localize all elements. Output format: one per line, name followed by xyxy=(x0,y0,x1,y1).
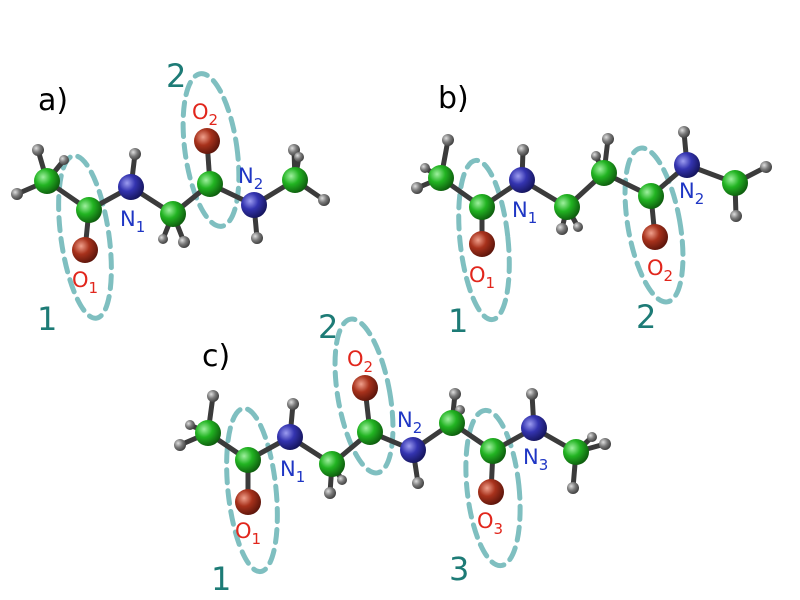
atom-label-a-o1: O1 xyxy=(72,268,98,297)
bonds-b xyxy=(414,129,769,247)
group-number-b-2: 2 xyxy=(636,298,656,336)
group-outline-b-2 xyxy=(622,145,686,305)
panel-a: a) 1 2 O1 O2 N1 N2 xyxy=(11,57,330,338)
group-outline-c-2 xyxy=(332,316,396,476)
group-number-a-2: 2 xyxy=(166,57,186,95)
group-number-b-1: 1 xyxy=(448,302,468,340)
atom-label-b-n1: N1 xyxy=(512,198,537,227)
panel-b: b) 1 2 O1 O2 N1 N2 xyxy=(411,81,772,340)
atom-label-c-n1: N1 xyxy=(280,457,305,486)
atom-label-c-n2: N2 xyxy=(397,408,422,437)
atom-label-a-o2: O2 xyxy=(192,100,218,129)
group-number-c-2: 2 xyxy=(318,308,338,346)
heavy-atoms-b xyxy=(428,152,748,257)
hydrogens-c xyxy=(174,388,611,499)
group-outline-a-2 xyxy=(180,71,242,229)
group-number-c-1: 1 xyxy=(211,560,231,598)
atom-label-c-o3: O3 xyxy=(477,509,503,538)
group-number-c-3: 3 xyxy=(449,550,469,588)
heavy-atoms-a xyxy=(34,128,308,263)
heavy-atoms-c xyxy=(195,375,589,515)
group-outline-a-1 xyxy=(56,153,114,321)
atom-label-b-n2: N2 xyxy=(679,179,704,208)
atom-label-a-n2: N2 xyxy=(238,164,263,193)
atom-label-c-n3: N3 xyxy=(523,445,548,474)
atom-label-c-o1: O1 xyxy=(235,519,261,548)
atom-label-b-o1: O1 xyxy=(469,263,495,292)
group-outline-c-1 xyxy=(224,405,280,575)
atom-label-a-n1: N1 xyxy=(120,207,145,236)
hydrogens-b xyxy=(411,126,772,235)
group-outline-c-3 xyxy=(463,407,523,569)
panel-label-c: c) xyxy=(202,339,230,374)
group-number-a-1: 1 xyxy=(37,300,57,338)
atom-label-c-o2: O2 xyxy=(347,347,373,376)
hydrogens-a xyxy=(11,144,330,248)
panel-label-a: a) xyxy=(38,83,68,118)
atom-label-b-o2: O2 xyxy=(647,256,673,285)
panel-label-b: b) xyxy=(438,81,469,116)
panel-c: c) 1 2 3 O1 O2 O3 N1 N2 N3 xyxy=(174,308,611,598)
group-outline-b-1 xyxy=(456,157,512,323)
